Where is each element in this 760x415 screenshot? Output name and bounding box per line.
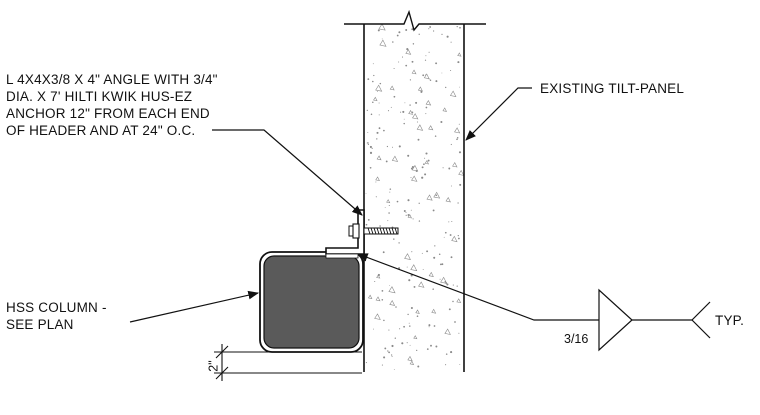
column-note-line-2: SEE PLAN [6, 317, 74, 332]
weld-size: 3/16 [564, 332, 588, 346]
column-note-line-1: HSS COLUMN - [6, 300, 107, 315]
break-line [344, 9, 486, 32]
angle-note: L 4X4X3/8 X 4" ANGLE WITH 3/4" DIA. X 7'… [6, 72, 218, 138]
hss-column [259, 251, 364, 353]
weld-typ: TYP. [715, 313, 744, 328]
dimension-2in [214, 344, 362, 381]
angle-note-line-2: DIA. X 7' HILTI KWIK HUS-EZ [6, 89, 192, 104]
weld-symbol [598, 288, 711, 352]
angle-note-line-1: L 4X4X3/8 X 4" ANGLE WITH 3/4" [6, 72, 218, 87]
panel-note: EXISTING TILT-PANEL [540, 81, 684, 96]
column-note: HSS COLUMN - SEE PLAN [6, 300, 107, 332]
angle-note-line-4: OF HEADER AND AT 24" O.C. [6, 123, 195, 138]
tilt-panel [344, 9, 486, 372]
anchor-bolt [348, 223, 399, 239]
angle-note-line-3: ANCHOR 12" FROM EACH END [6, 106, 210, 121]
dimension-label: 2" [206, 360, 220, 371]
concrete-hatch [365, 24, 464, 370]
